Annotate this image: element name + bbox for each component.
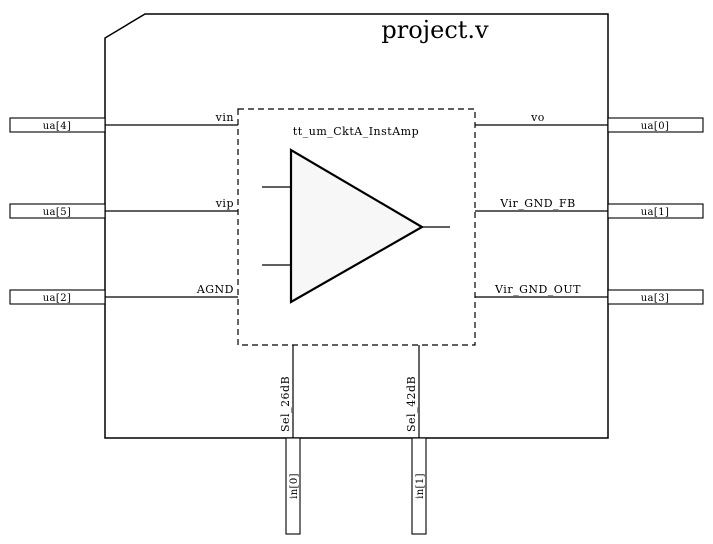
pin-label-ua-4: ua[4]	[43, 121, 72, 132]
signal-label-vip: vip	[215, 197, 234, 210]
signal-label-vin: vin	[215, 111, 234, 124]
instance-name: tt_um_CktA_InstAmp	[293, 125, 419, 138]
instance-box	[237, 108, 476, 346]
pin-box-ua-0	[607, 117, 704, 133]
amplifier-triangle	[289, 148, 425, 304]
signal-label-vir-gnd-out: Vir_GND_OUT	[494, 283, 581, 296]
pin-label-ua-3: ua[3]	[641, 293, 670, 304]
pin-box-ua-4	[9, 117, 106, 133]
pin-box-ua-5	[9, 203, 106, 219]
pin-box-in-1	[411, 437, 427, 535]
pin-label-in-0: in[0]	[289, 473, 300, 499]
amplifier-symbol	[262, 148, 450, 304]
pin-label-ua-1: ua[1]	[641, 207, 670, 218]
signal-label-agnd: AGND	[196, 283, 234, 296]
chip-outline	[104, 13, 609, 439]
pin-box-ua-2	[9, 289, 106, 305]
pin-label-ua-5: ua[5]	[43, 207, 72, 218]
signal-label-sel-42db: Sel_42dB	[405, 376, 418, 432]
signal-label-vir-gnd-fb: Vir_GND_FB	[499, 197, 575, 210]
signal-label-vo: vo	[530, 111, 545, 124]
pin-box-ua-3	[607, 289, 704, 305]
ports-layer: vin ua[4] vip ua[5] AGND ua[2] vo ua[0] Vir_GND_…	[9, 111, 704, 535]
module-title: project.v	[381, 16, 489, 44]
pin-box-ua-1	[607, 203, 704, 219]
pin-box-in-0	[285, 437, 301, 535]
pin-label-in-1: in[1]	[415, 473, 426, 499]
signal-label-sel-26db: Sel_26dB	[279, 376, 292, 432]
pin-label-ua-0: ua[0]	[641, 121, 670, 132]
pin-label-ua-2: ua[2]	[43, 293, 72, 304]
